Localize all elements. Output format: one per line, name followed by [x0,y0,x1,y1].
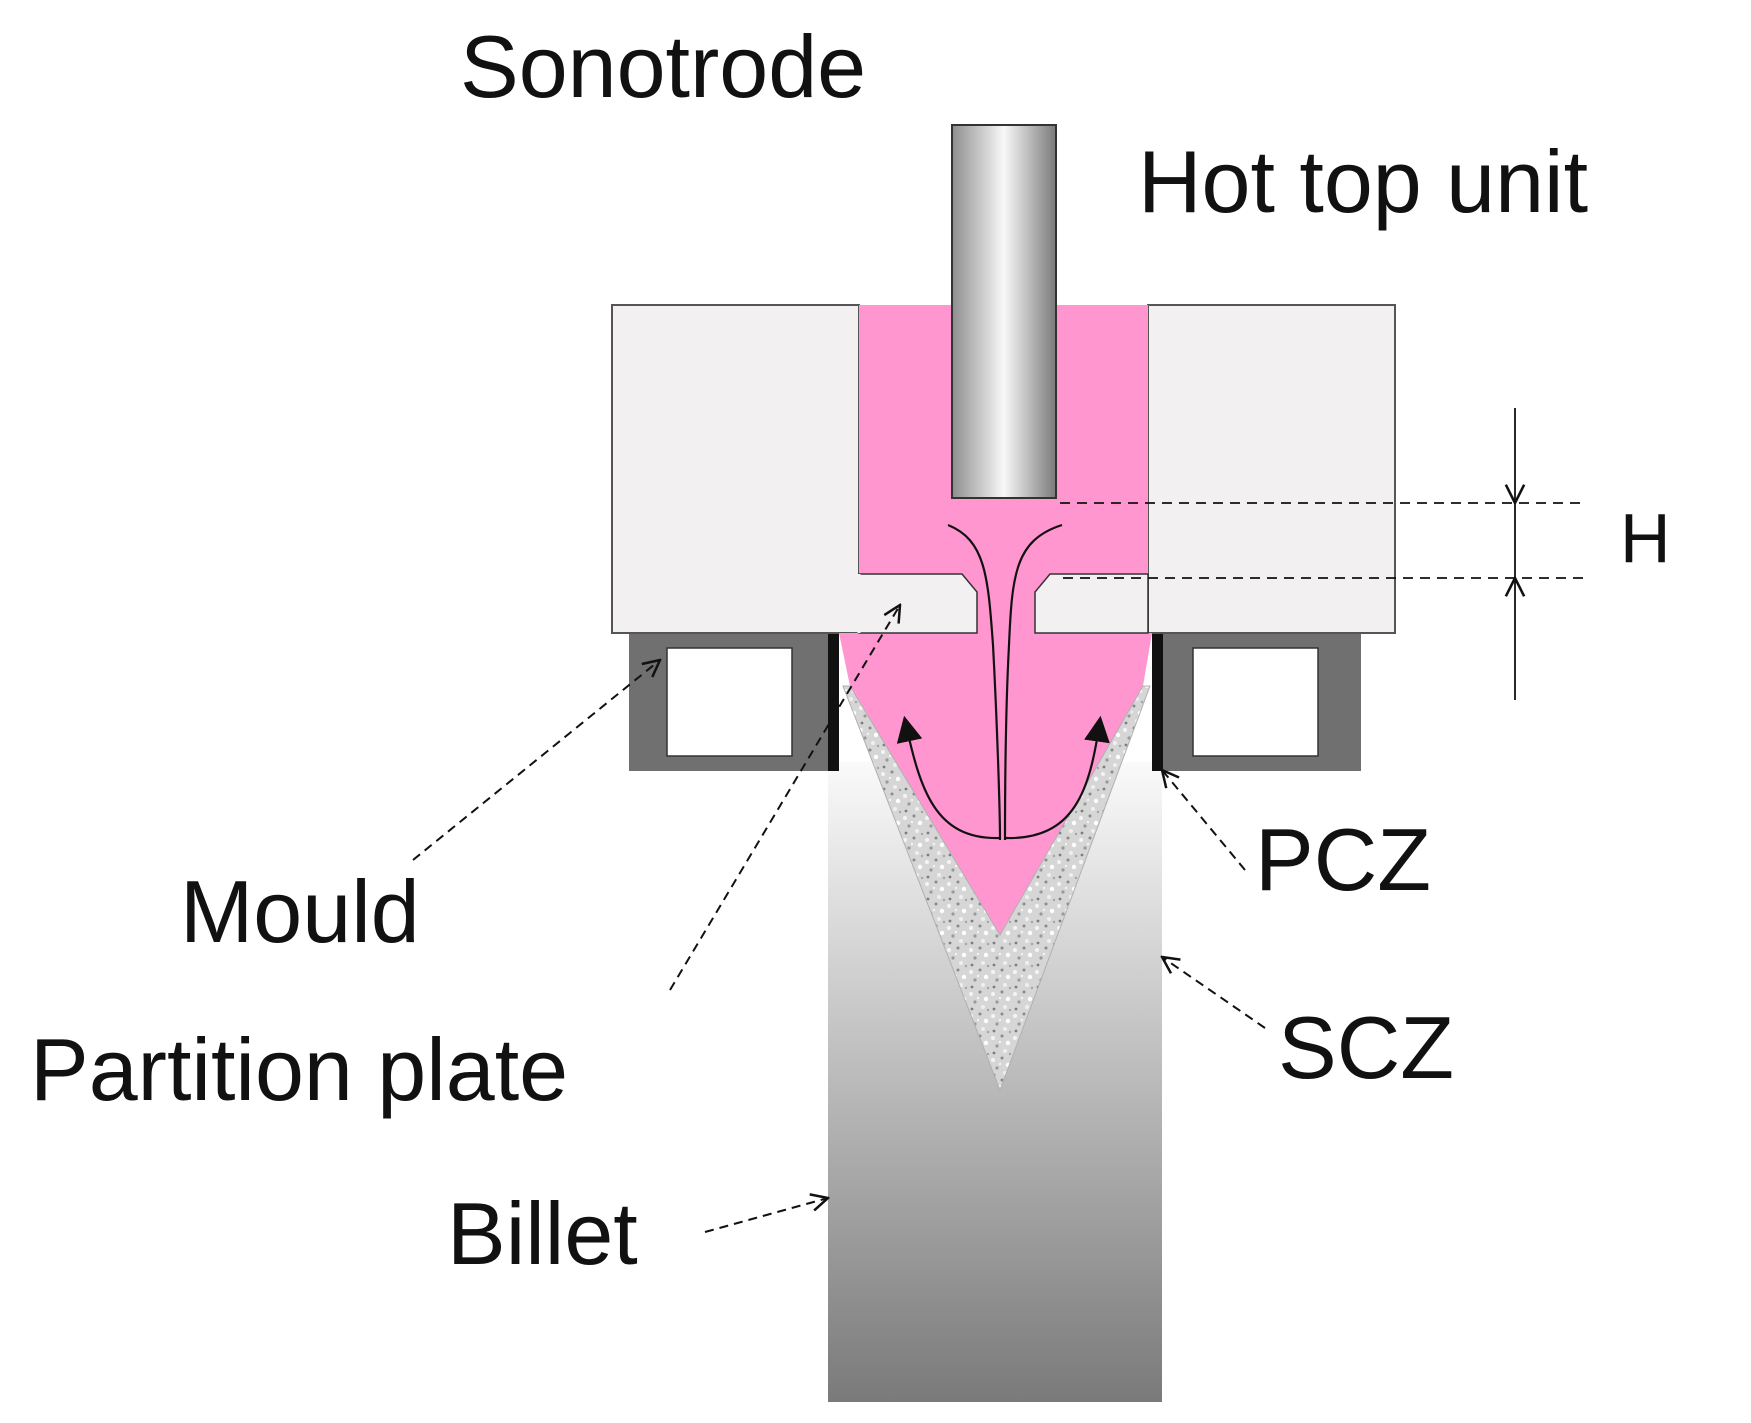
sonotrode [951,124,1057,499]
partition-plate-right [1034,573,1149,634]
molten-metal [839,305,1152,935]
mould-left [629,633,839,771]
solidification-zone [842,685,1151,1092]
label-mould: Mould [180,862,420,961]
flow-lines [896,523,1110,841]
label-hot-top-unit: Hot top unit [1138,132,1588,231]
leader-lines [412,605,1266,1233]
mould-right [1152,633,1361,771]
hot-top-left [611,304,860,634]
label-billet: Billet [447,1184,638,1283]
partition-plate-left [858,573,978,634]
label-h: H [1620,499,1671,577]
hot-top-right [1147,304,1396,634]
dimension-h [1060,408,1585,700]
label-partition-plate: Partition plate [30,1020,568,1119]
label-pcz: PCZ [1255,810,1431,909]
label-sonotrode: Sonotrode [460,17,866,116]
label-scz: SCZ [1278,998,1454,1097]
